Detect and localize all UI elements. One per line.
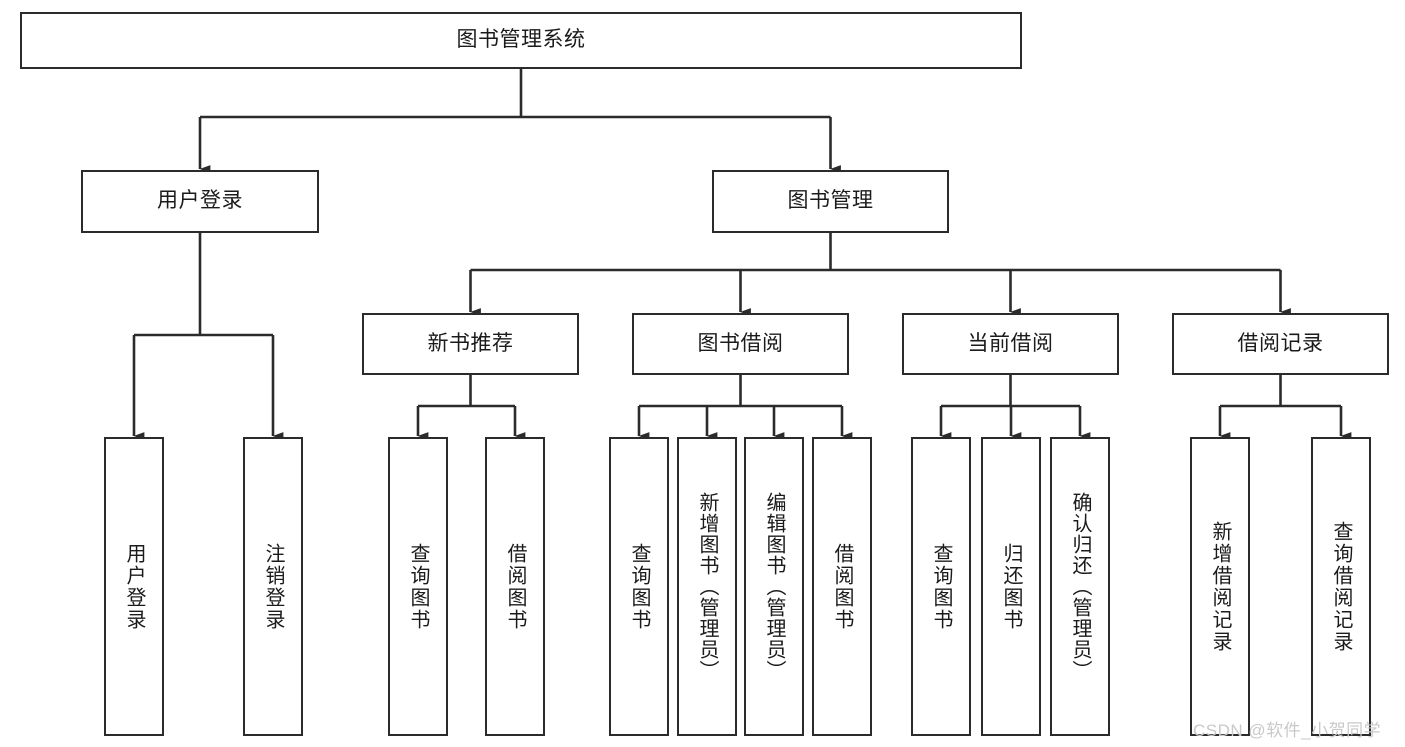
node-label: 查询图书 xyxy=(930,542,952,631)
node-leaf_10[interactable]: 确认归还（管理员） xyxy=(1050,437,1110,736)
node-l2_0[interactable]: 新书推荐 xyxy=(362,313,579,375)
node-label: 用户登录 xyxy=(123,542,145,631)
node-label: 借阅图书 xyxy=(831,542,853,631)
node-label: 图书借阅 xyxy=(697,331,784,355)
node-label: 借阅记录 xyxy=(1237,331,1324,355)
node-label: 借阅图书 xyxy=(504,542,526,631)
watermark-text: CSDN @软件_小贺同学 xyxy=(1193,721,1382,740)
node-label: 确认归还（管理员） xyxy=(1069,492,1091,681)
node-label: 查询借阅记录 xyxy=(1330,520,1352,653)
node-leaf_1[interactable]: 注销登录 xyxy=(243,437,303,736)
node-label: 归还图书 xyxy=(1000,542,1022,631)
node-leaf_2[interactable]: 查询图书 xyxy=(388,437,448,736)
node-leaf_5[interactable]: 新增图书（管理员） xyxy=(677,437,737,736)
node-leaf_7[interactable]: 借阅图书 xyxy=(812,437,872,736)
node-label: 用户登录 xyxy=(157,189,243,213)
node-label: 新书推荐 xyxy=(427,331,514,355)
node-leaf_9[interactable]: 归还图书 xyxy=(981,437,1041,736)
node-leaf_11[interactable]: 新增借阅记录 xyxy=(1190,437,1250,736)
node-label: 当前借阅 xyxy=(967,331,1054,355)
tree-connectors xyxy=(132,69,1352,440)
node-label: 新增图书（管理员） xyxy=(696,492,718,681)
node-label: 注销登录 xyxy=(262,542,284,631)
node-leaf_6[interactable]: 编辑图书（管理员） xyxy=(744,437,804,736)
node-l1_0[interactable]: 用户登录 xyxy=(81,170,319,233)
node-leaf_8[interactable]: 查询图书 xyxy=(911,437,971,736)
node-l2_3[interactable]: 借阅记录 xyxy=(1172,313,1389,375)
node-label: 图书管理 xyxy=(787,189,874,213)
node-l1_1[interactable]: 图书管理 xyxy=(712,170,949,233)
node-label: 查询图书 xyxy=(628,542,650,631)
node-label: 编辑图书（管理员） xyxy=(763,492,785,681)
node-leaf_0[interactable]: 用户登录 xyxy=(104,437,164,736)
node-root[interactable]: 图书管理系统 xyxy=(20,12,1022,69)
node-label: 图书管理系统 xyxy=(456,28,586,52)
node-l2_2[interactable]: 当前借阅 xyxy=(902,313,1119,375)
node-l2_1[interactable]: 图书借阅 xyxy=(632,313,849,375)
node-label: 新增借阅记录 xyxy=(1209,520,1231,653)
node-leaf_12[interactable]: 查询借阅记录 xyxy=(1311,437,1371,736)
node-leaf_3[interactable]: 借阅图书 xyxy=(485,437,545,736)
node-label: 查询图书 xyxy=(407,542,429,631)
node-leaf_4[interactable]: 查询图书 xyxy=(609,437,669,736)
